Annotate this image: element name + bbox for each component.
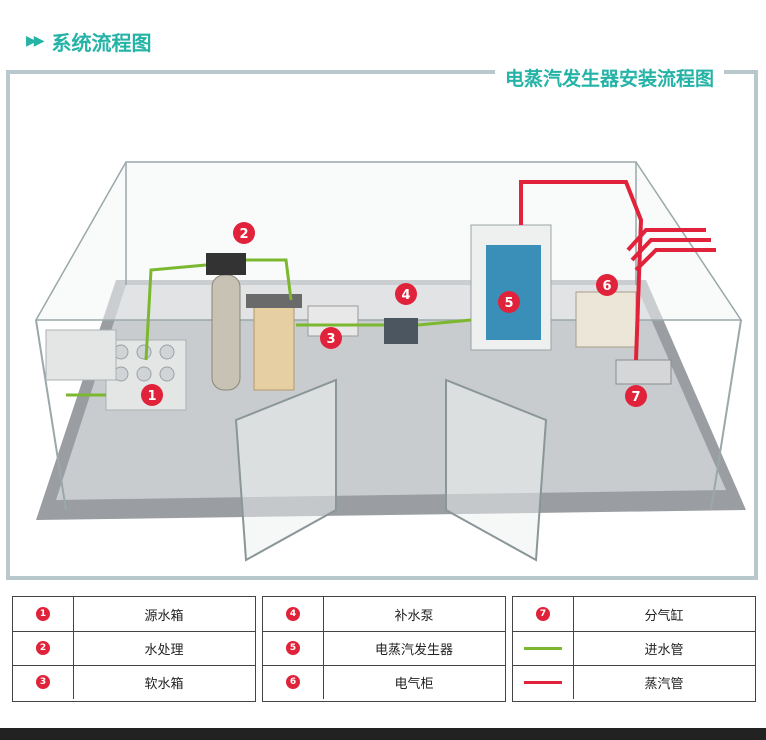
legend-column-2: 4 补水泵 5 电蒸汽发生器 6 电气柜	[262, 596, 506, 702]
marker-5	[498, 291, 520, 313]
water-pipe-2	[246, 258, 293, 301]
double-chevron-icon: ▶▶	[26, 33, 44, 49]
steam-pipe-branch-1	[626, 228, 706, 252]
marker-5-label: 5	[504, 296, 513, 311]
soft-water-tank-lid	[246, 294, 302, 308]
section-header: ▶▶ 系统流程图	[26, 26, 152, 56]
legend-number-icon: 4	[286, 607, 300, 621]
legend-number-icon: 6	[286, 675, 300, 689]
electrical-cabinet	[575, 291, 637, 348]
bottom-bar	[0, 728, 766, 740]
legend-label: 分气缸	[644, 608, 684, 624]
legend-row: 3 软水箱	[13, 665, 255, 699]
glass-edge-left	[35, 319, 67, 511]
legend-row: 1 源水箱	[13, 597, 255, 632]
legend: 1 源水箱 2 水处理 3 软水箱 4 补水泵 5 电蒸汽发生器 6 电气柜 7…	[8, 588, 760, 706]
marker-6	[596, 274, 618, 296]
legend-label: 电蒸汽发生器	[374, 642, 453, 658]
legend-number-icon: 5	[286, 641, 300, 655]
legend-row: 2 水处理	[13, 631, 255, 666]
legend-row: 5 电蒸汽发生器	[263, 631, 505, 666]
marker-3	[320, 327, 342, 349]
steam-header	[615, 359, 672, 385]
glass-panel-left	[234, 378, 337, 562]
legend-column-1: 1 源水箱 2 水处理 3 软水箱	[12, 596, 256, 702]
water-pipe-line-icon	[524, 646, 562, 650]
legend-row: 蒸汽管	[513, 665, 755, 699]
marker-2	[233, 222, 255, 244]
section-title: 系统流程图	[51, 30, 152, 55]
soft-water-tank	[253, 304, 295, 391]
legend-label: 电气柜	[394, 676, 434, 692]
marker-7	[625, 385, 647, 407]
water-treatment-column	[211, 274, 241, 391]
diagram-canvas: 1 2 3 4 5 6 7	[6, 70, 758, 580]
legend-number-icon: 3	[36, 675, 50, 689]
legend-number-icon: 2	[36, 641, 50, 655]
glass-edge-right	[710, 319, 742, 511]
source-water-tank-back	[45, 329, 117, 381]
legend-label: 水处理	[144, 642, 184, 658]
legend-label: 蒸汽管	[644, 676, 684, 692]
installation-diagram: 1 2 3 4 5 6 7 电蒸汽发生器安装流程图	[6, 64, 760, 580]
legend-label: 进水管	[644, 642, 684, 658]
marker-3-label: 3	[326, 332, 335, 347]
marker-1-label: 1	[147, 389, 156, 404]
legend-label: 补水泵	[394, 608, 434, 624]
steam-pipe-branch-3	[634, 248, 716, 272]
diagram-title: 电蒸汽发生器安装流程图	[494, 64, 724, 91]
marker-6-label: 6	[602, 279, 611, 294]
legend-label: 软水箱	[144, 676, 184, 692]
marker-4-label: 4	[401, 288, 410, 303]
marker-7-label: 7	[631, 390, 640, 405]
supply-pump	[384, 318, 418, 344]
marker-1	[141, 384, 163, 406]
steam-pipe-branch-2	[630, 238, 711, 262]
legend-row: 4 补水泵	[263, 597, 505, 632]
water-pipe-4	[417, 318, 472, 327]
marker-4	[395, 283, 417, 305]
legend-row: 6 电气柜	[263, 665, 505, 699]
diagram-frame	[6, 70, 758, 580]
legend-label: 源水箱	[144, 608, 184, 624]
steam-pipe-line-icon	[524, 680, 562, 684]
water-treatment-valve	[206, 253, 246, 275]
legend-row: 进水管	[513, 631, 755, 666]
legend-number-icon: 1	[36, 607, 50, 621]
legend-column-3: 7 分气缸 进水管 蒸汽管	[512, 596, 756, 702]
marker-2-label: 2	[239, 227, 248, 242]
legend-row: 7 分气缸	[513, 597, 755, 632]
water-pipe-1	[144, 263, 207, 361]
glass-panel-right	[445, 378, 548, 562]
legend-number-icon: 7	[536, 607, 550, 621]
